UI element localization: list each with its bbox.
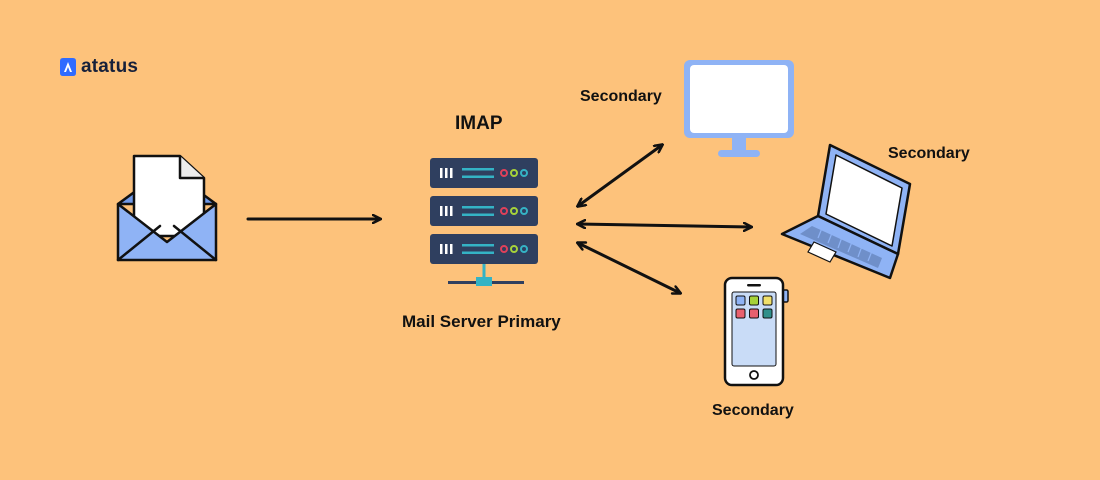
atatus-logo-icon <box>60 58 76 76</box>
secondary-desktop-label: Secondary <box>580 88 662 105</box>
email-envelope-icon <box>116 154 218 262</box>
secondary-phone-label: Secondary <box>712 402 794 419</box>
server-rack-icon <box>430 158 538 286</box>
arrow-server-desktop <box>578 145 662 206</box>
desktop-monitor-icon <box>684 60 794 157</box>
brand-name: atatus <box>81 56 139 77</box>
secondary-laptop-label: Secondary <box>888 145 970 162</box>
arrow-server-laptop <box>578 224 751 227</box>
protocol-label: IMAP <box>455 113 503 134</box>
primary-server-label: Mail Server Primary <box>402 312 561 331</box>
brand-logo: atatus <box>59 56 138 78</box>
arrow-server-phone <box>578 243 680 293</box>
smartphone-icon <box>723 276 789 387</box>
laptop-icon <box>780 143 912 280</box>
